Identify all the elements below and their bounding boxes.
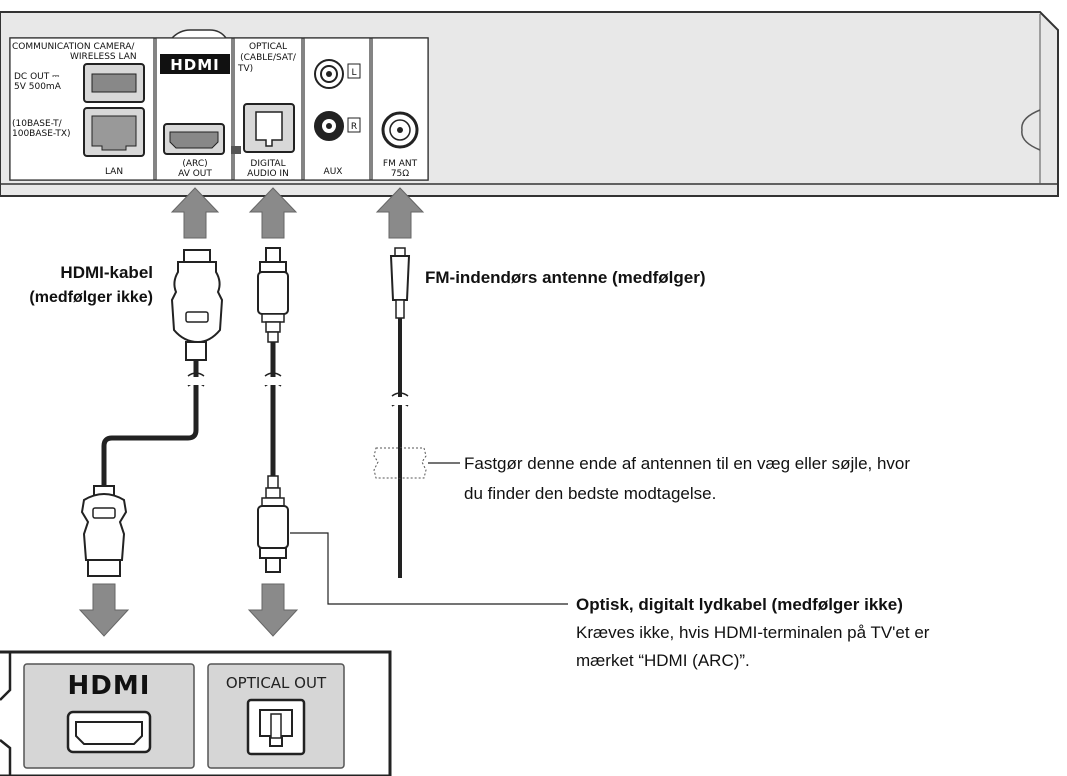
optical-up-arrow <box>248 187 298 239</box>
hdmi-down-arrow <box>78 583 130 637</box>
optical-cable <box>257 247 289 573</box>
lan-label: LAN <box>105 167 123 177</box>
hdmi-av-out-section: HDMI (ARC) AV OUT <box>155 37 233 181</box>
optical-label-2: (CABLE/SAT/ <box>240 53 297 63</box>
hdmi-cable <box>80 249 224 577</box>
optical-cable-label: Optisk, digitalt lydkabel (medfølger ikk… <box>576 595 903 614</box>
tv-hdmi-logo: HDMI <box>68 671 151 701</box>
audio-in-label: AUDIO IN <box>247 169 289 179</box>
optical-leader-line <box>290 532 568 605</box>
optical-in-section: OPTICAL (CABLE/SAT/ TV) DIGITAL AUDIO IN <box>231 37 303 181</box>
arc-label: (ARC) <box>182 159 207 169</box>
lan-section: COMMUNICATION CAMERA/ WIRELESS LAN DC OU… <box>9 37 155 181</box>
communication-label-2: WIRELESS LAN <box>70 52 137 62</box>
up-arrows <box>170 187 425 239</box>
lan-spec-label-1: (10BASE-T/ <box>12 119 63 129</box>
optical-cable-note-line-2: mærket “HDMI (ARC)”. <box>576 651 750 670</box>
hdmi-logo-plate <box>160 54 230 74</box>
communication-label-1: COMMUNICATION CAMERA/ <box>12 42 135 52</box>
hdmi-up-arrow <box>170 187 220 239</box>
fm-antenna <box>373 247 460 578</box>
dc-out-label-1: DC OUT ⎓ <box>14 72 59 82</box>
fm-ant-impedance: 75Ω <box>391 169 409 179</box>
av-out-label: AV OUT <box>178 169 212 179</box>
hdmi-logo: HDMI <box>170 56 220 74</box>
fm-ant-label: FM ANT <box>383 159 418 169</box>
antenna-note-line-1: Fastgør denne ende af antennen til en væ… <box>464 454 910 473</box>
optical-cable-note-line-1: Kræves ikke, hvis HDMI-terminalen på TV'… <box>576 623 930 642</box>
aux-r-label: R <box>351 122 357 132</box>
optical-down-arrow <box>247 583 299 637</box>
hdmi-cable-note: (medfølger ikke) <box>29 289 153 306</box>
hdmi-cable-label: HDMI-kabel <box>60 263 153 282</box>
fm-ant-section: FM ANT 75Ω <box>371 37 429 181</box>
tv-panel: HDMI OPTICAL OUT <box>0 650 392 776</box>
antenna-note-line-2: du finder den bedste modtagelse. <box>464 484 716 503</box>
aux-l-label: L <box>351 68 356 78</box>
optical-label-1: OPTICAL <box>249 42 287 52</box>
fm-antenna-label: FM-indendørs antenne (medfølger) <box>425 268 706 287</box>
optical-label-3: TV) <box>237 64 253 74</box>
lan-spec-label-2: 100BASE-TX) <box>12 129 71 139</box>
dc-out-label-2: 5V 500mA <box>14 82 62 92</box>
digital-label: DIGITAL <box>250 159 285 169</box>
aux-section: L R AUX <box>303 37 371 181</box>
aux-label: AUX <box>324 167 343 177</box>
down-arrows <box>78 583 299 637</box>
tv-optical-out-label: OPTICAL OUT <box>226 674 327 692</box>
fm-up-arrow <box>375 187 425 239</box>
